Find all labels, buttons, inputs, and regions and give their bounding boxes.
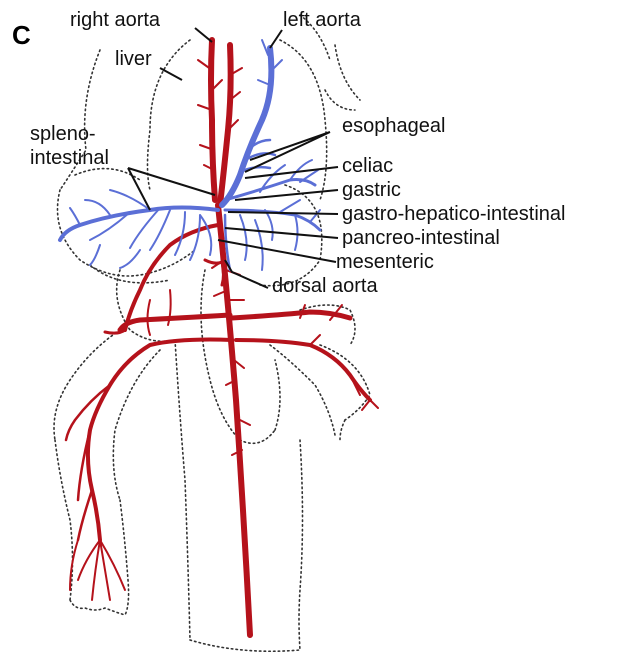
label-esophageal: esophageal: [342, 115, 445, 137]
panel-letter: C: [12, 20, 31, 50]
label-liver: liver: [115, 48, 152, 70]
label-gastro-hepatico-intestinal: gastro-hepatico-intestinal: [342, 203, 565, 225]
label-celiac: celiac: [342, 155, 393, 177]
label-right-aorta: right aorta: [70, 9, 161, 31]
label-spleno-line1: spleno-: [30, 123, 96, 145]
label-dorsal-aorta: dorsal aorta: [272, 275, 378, 297]
red-arteries: [66, 40, 378, 635]
label-spleno-line2: intestinal: [30, 147, 109, 169]
label-gastric: gastric: [342, 179, 401, 201]
label-mesenteric: mesenteric: [336, 251, 434, 273]
label-pancreo-intestinal: pancreo-intestinal: [342, 227, 500, 249]
label-left-aorta: left aorta: [283, 9, 362, 31]
